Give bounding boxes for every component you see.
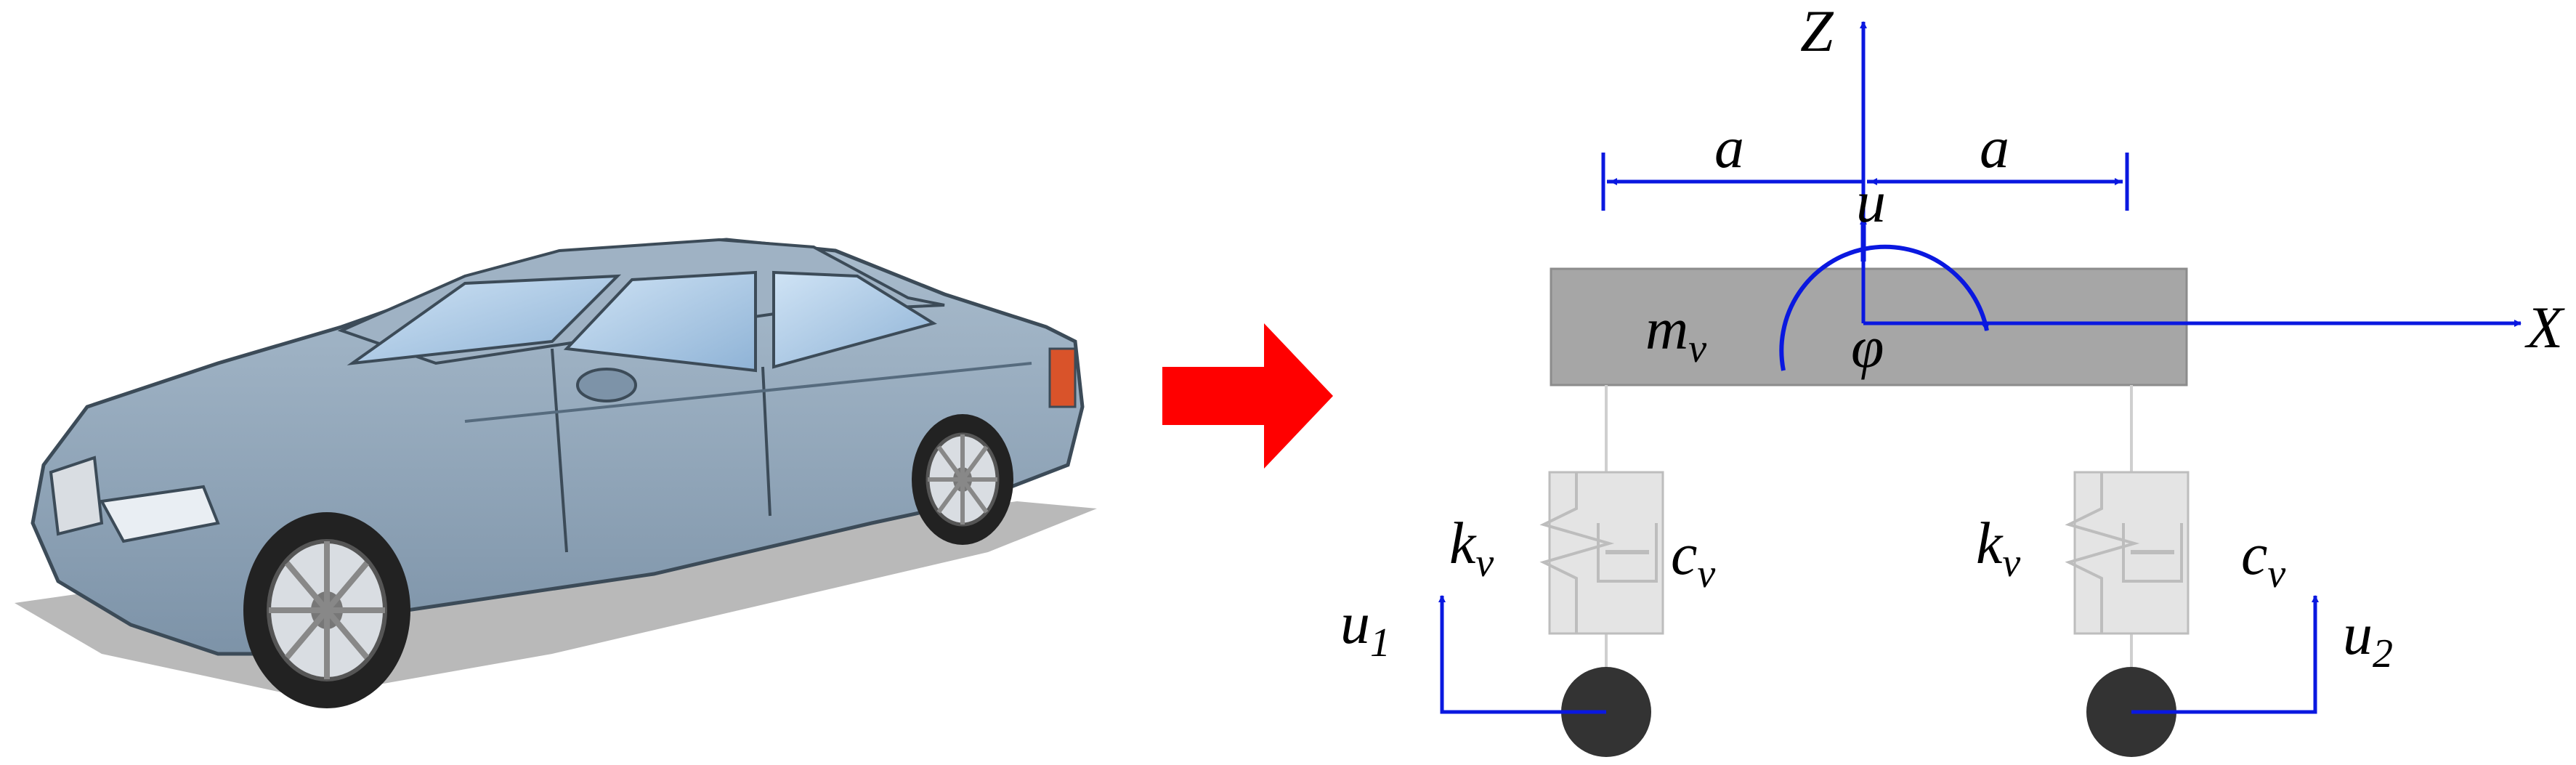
car-rear-window bbox=[772, 270, 937, 369]
left-damper-cylinder bbox=[1597, 523, 1658, 583]
car-windshield bbox=[347, 274, 622, 365]
car-headlight bbox=[99, 485, 220, 543]
left-input-label: u1 bbox=[1340, 590, 1390, 665]
dimension-lines bbox=[1601, 153, 2129, 211]
left-spring-label: kv bbox=[1449, 510, 1494, 586]
car-front-wheel bbox=[243, 512, 410, 708]
left-suspension bbox=[1539, 471, 1664, 635]
right-damper-cylinder bbox=[2122, 523, 2183, 583]
right-damper-label: cv bbox=[2241, 521, 2285, 596]
car-front-window bbox=[563, 270, 757, 373]
right-arrow-icon bbox=[1162, 323, 1333, 469]
right-suspension bbox=[2065, 471, 2190, 635]
dim-label-right: a bbox=[1980, 114, 2009, 180]
car-grille bbox=[49, 456, 104, 536]
right-spring bbox=[2065, 472, 2140, 634]
car-illustration bbox=[15, 238, 1097, 708]
right-input-label: u2 bbox=[2343, 601, 2393, 676]
half-car-model-schematic: Z X a a u φ mv kv cv kv cv u1 u2 bbox=[1340, 0, 2565, 757]
left-damper-label: cv bbox=[1671, 521, 1715, 596]
vehicle-body-mass bbox=[1550, 267, 2188, 386]
rotation-arc bbox=[1779, 244, 1990, 371]
right-spring-label: kv bbox=[1976, 510, 2020, 586]
z-axis-label: Z bbox=[1800, 0, 1834, 64]
dim-label-left: a bbox=[1714, 114, 1744, 180]
vertical-displacement-label: u bbox=[1856, 169, 1886, 235]
car-rear-wheel bbox=[912, 414, 1013, 545]
left-spring bbox=[1539, 472, 1615, 634]
x-axis-label: X bbox=[2524, 294, 2565, 360]
rotation-label: φ bbox=[1851, 314, 1884, 380]
left-input-arrow bbox=[1438, 595, 1606, 714]
mass-label: mv bbox=[1645, 296, 1706, 371]
right-input-arrow bbox=[2131, 595, 2319, 714]
